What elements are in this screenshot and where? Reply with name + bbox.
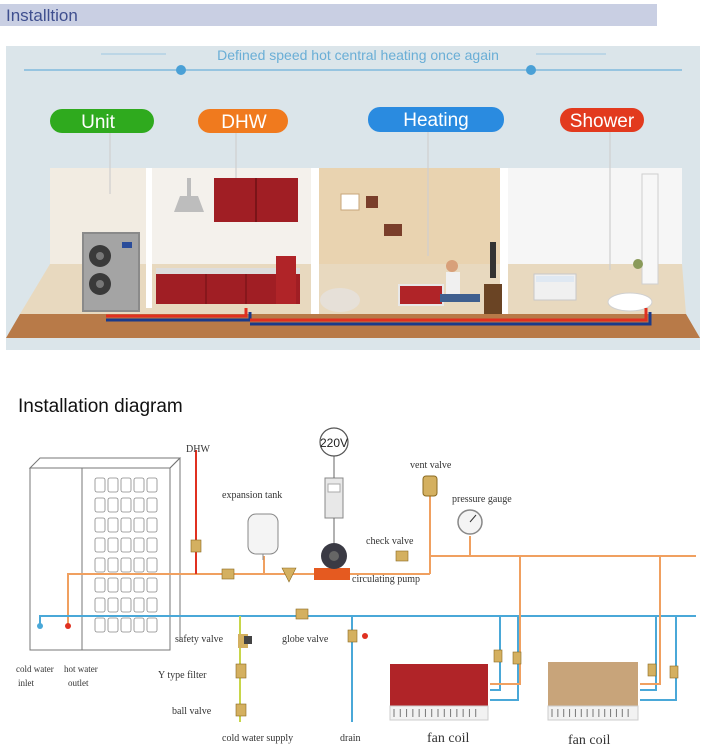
brass-valve-icon — [190, 539, 679, 717]
label-cold-water-inlet-1: cold water — [16, 664, 54, 674]
fan-coil-1-icon — [389, 664, 489, 721]
expansion-tank-icon — [247, 513, 279, 560]
installation-diagram: 220V DHW vent valve pressure gauge expan… — [16, 427, 696, 748]
fan-coil-2-icon — [547, 662, 639, 721]
label-hot-water-outlet-2: outlet — [68, 678, 89, 688]
pill-dhw: DHW — [198, 109, 288, 133]
heat-pump-outline — [28, 457, 182, 651]
vent-valve-icon — [422, 475, 438, 497]
label-circulating-pump: circulating pump — [352, 574, 420, 585]
label-hot-water-outlet-1: hot water — [64, 664, 98, 674]
scene-banner: Defined speed hot central heating once a… — [217, 47, 499, 63]
section-title: Installtion — [6, 6, 78, 25]
globe-valve-handle-icon — [362, 633, 368, 639]
fan-grille — [94, 477, 158, 633]
label-globe-valve: globe valve — [282, 634, 329, 645]
power-supply-icon: 220V — [319, 427, 349, 457]
controller-icon — [324, 456, 344, 544]
power-label: 220V — [320, 436, 348, 450]
bathroom-icon — [533, 173, 659, 312]
label-cold-water-inlet-2: inlet — [18, 678, 34, 688]
pill-dhw-label: DHW — [221, 112, 266, 133]
label-cold-water-supply: cold water supply — [222, 733, 293, 744]
label-drain: drain — [340, 733, 361, 744]
label-check-valve: check valve — [366, 536, 414, 547]
label-fan-coil-1: fan coil — [427, 731, 469, 746]
diagram-title: Installation diagram — [18, 396, 183, 417]
pill-shower-label: Shower — [570, 111, 635, 132]
circulating-pump-icon — [314, 543, 350, 580]
label-dhw: DHW — [186, 444, 210, 455]
label-fan-coil-2: fan coil — [568, 733, 610, 748]
label-vent-valve: vent valve — [410, 460, 452, 471]
safety-valve-icon — [238, 634, 252, 648]
label-y-filter: Y type filter — [158, 670, 207, 681]
heat-pump-unit-icon — [82, 232, 140, 312]
pill-heating: Heating — [368, 107, 504, 132]
label-ball-valve: ball valve — [172, 706, 212, 717]
living-room-icon — [320, 193, 502, 314]
pressure-gauge-icon — [457, 509, 483, 535]
label-pressure-gauge: pressure gauge — [452, 494, 512, 505]
kitchen-icon — [156, 178, 300, 304]
label-safety-valve: safety valve — [175, 634, 224, 645]
section-header: Installtion — [0, 4, 657, 26]
label-expansion-tank: expansion tank — [222, 490, 282, 501]
pill-shower: Shower — [560, 108, 644, 132]
house-illustration: Defined speed hot central heating once a… — [6, 46, 700, 350]
pill-heating-label: Heating — [403, 110, 469, 131]
pill-unit-label: Unit — [81, 112, 116, 133]
pill-unit: Unit — [50, 109, 154, 133]
